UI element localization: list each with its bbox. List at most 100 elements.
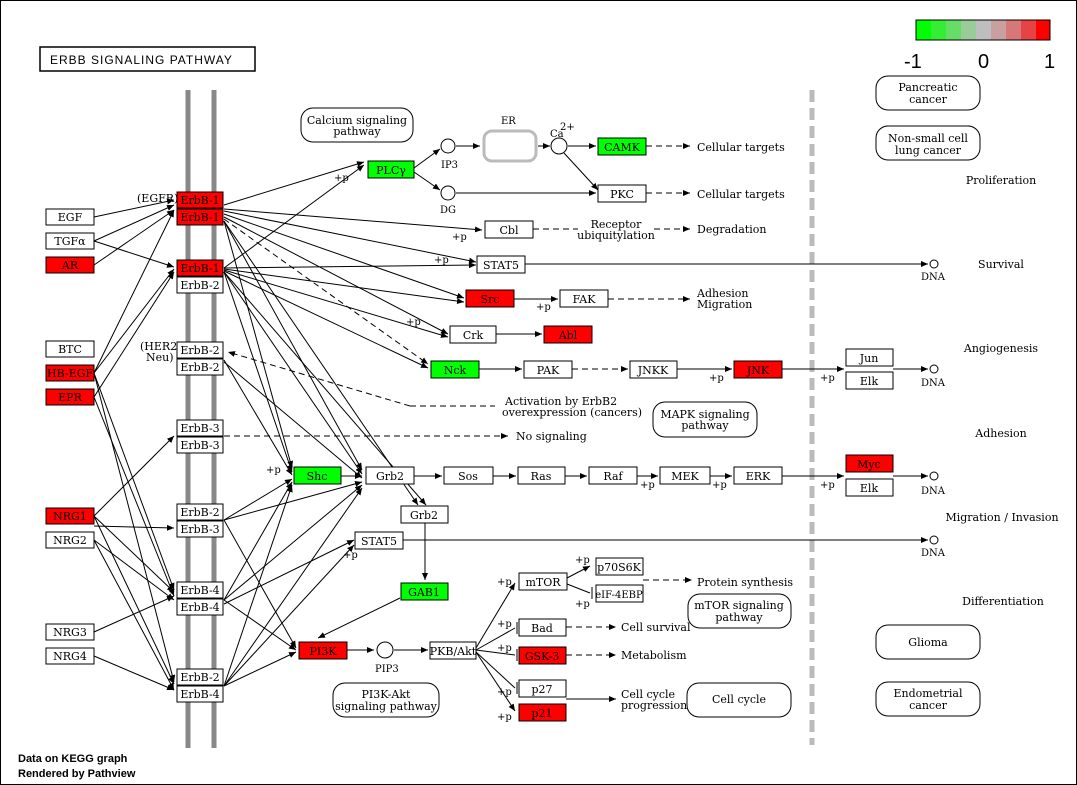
gene-camk-label: CAMK (604, 141, 641, 154)
gene-hb-egf-label: HB-EGF (47, 367, 93, 380)
gene-myc[interactable] (845, 454, 894, 473)
gene-camk[interactable] (597, 137, 647, 156)
gene-p21[interactable] (518, 703, 567, 722)
plus-p-label: +p (709, 373, 724, 384)
gene-jun[interactable] (845, 348, 894, 367)
gene-jnkk[interactable] (629, 360, 678, 379)
gene-p70s6k[interactable] (595, 557, 644, 576)
gene-elk-a[interactable] (845, 371, 894, 390)
gene-nrg3[interactable] (45, 623, 95, 641)
glioma-link[interactable] (875, 624, 981, 660)
endometrial-cancer-link[interactable] (875, 681, 981, 717)
calcium-pathway-link[interactable] (300, 107, 414, 143)
gene-erk[interactable] (733, 466, 783, 485)
gene-erbb1-a[interactable] (176, 191, 224, 209)
gene-grb2-b[interactable] (400, 505, 449, 524)
gene-erbb2-b[interactable] (176, 341, 224, 359)
gene-erbb1-b[interactable] (176, 208, 224, 226)
plus-p-label: +p (575, 555, 590, 566)
gene-abl[interactable] (543, 325, 593, 344)
mtor-pathway-link[interactable] (687, 593, 792, 629)
gene-nck[interactable] (430, 360, 480, 379)
gene-erbb2-e[interactable] (176, 668, 224, 686)
ip3-compound (440, 138, 456, 154)
gene-erbb4-c[interactable] (176, 685, 224, 703)
gene-ras[interactable] (517, 466, 566, 485)
gene-erbb3-b[interactable] (176, 436, 224, 454)
gene-p27-label: p27 (531, 683, 552, 696)
scale-swatch-2 (931, 20, 946, 40)
gene-epr[interactable] (45, 388, 95, 406)
gene-p27[interactable] (518, 679, 567, 698)
phosphorylation-labels: +p +p +p +p +p +p +p +p +p +p +p +p +p +… (266, 173, 835, 723)
glioma-label: Glioma (908, 636, 948, 649)
gene-stat5-b[interactable] (354, 531, 404, 550)
er-label: ER (501, 116, 516, 127)
gene-shc[interactable] (293, 466, 342, 485)
gene-egf[interactable] (45, 208, 95, 226)
gene-stat5-a[interactable] (476, 255, 526, 274)
gene-jnk-label: JNK (746, 364, 770, 377)
gene-cbl[interactable] (484, 220, 534, 239)
gene-epr-label: EPR (58, 391, 82, 404)
gene-erbb4-b[interactable] (176, 598, 224, 616)
gene-gsk3[interactable] (518, 646, 567, 665)
dg-label: DG (440, 205, 456, 216)
gene-erbb2-a[interactable] (176, 276, 224, 294)
gene-erbb2-a-label: ErbB-2 (180, 279, 219, 292)
gene-fak[interactable] (559, 289, 609, 308)
cell-cycle-pathway-link[interactable] (686, 682, 792, 718)
gene-nrg2[interactable] (45, 531, 95, 549)
pi3k-akt-pathway-link[interactable] (332, 682, 440, 718)
gene-hb-egf[interactable] (45, 364, 95, 382)
gene-btc[interactable] (45, 340, 95, 358)
gene-pkc[interactable] (597, 184, 647, 203)
egfr-annotation: (EGFR) (137, 192, 178, 205)
gene-nrg1[interactable] (45, 507, 95, 525)
gene-erbb1-c[interactable] (176, 259, 224, 277)
er-organelle (482, 129, 538, 163)
gene-pi3k-label: PI3K (310, 645, 338, 658)
gene-mek[interactable] (659, 466, 711, 485)
gene-nrg4[interactable] (45, 647, 95, 665)
gene-erbb3-a[interactable] (176, 419, 224, 437)
gene-plcg[interactable] (367, 160, 415, 179)
gene-eif4ebp[interactable] (595, 584, 644, 603)
plus-p-label: +p (820, 373, 835, 384)
gene-sos[interactable] (443, 466, 494, 485)
gene-bad[interactable] (518, 618, 567, 637)
gene-erbb2-c[interactable] (176, 358, 224, 376)
gene-erbb2-d[interactable] (176, 503, 224, 521)
gene-crk-label: Crk (463, 329, 484, 342)
gene-jnk[interactable] (733, 360, 783, 379)
gene-ar[interactable] (45, 256, 95, 274)
gene-src[interactable] (465, 289, 515, 308)
gene-tgfa[interactable] (45, 232, 95, 250)
gene-crk[interactable] (449, 325, 497, 344)
gene-raf-label: Raf (603, 470, 623, 483)
gene-pi3k[interactable] (298, 641, 348, 660)
mapk-pathway-link[interactable] (652, 401, 758, 438)
gene-elk-b[interactable] (845, 478, 894, 497)
nsclc-link[interactable] (875, 125, 981, 161)
gene-erbb3-c[interactable] (176, 520, 224, 538)
pancreatic-cancer-link[interactable] (875, 75, 981, 111)
scale-label-min: -1 (904, 51, 922, 73)
gene-pak[interactable] (523, 360, 573, 379)
gene-grb2-a[interactable] (365, 466, 415, 485)
plus-p-label: +p (575, 599, 590, 610)
gene-plcg-label: PLCγ (376, 164, 406, 177)
phenotype-migration: Migration / Invasion (945, 511, 1058, 524)
gene-gab1[interactable] (400, 582, 449, 601)
gene-mtor[interactable] (518, 572, 568, 591)
scale-swatch-5 (976, 20, 991, 40)
gene-raf[interactable] (588, 466, 638, 485)
gene-pkb-akt[interactable] (429, 641, 477, 660)
phenotype-adhesion: Adhesion (974, 427, 1026, 440)
gene-erbb2-d-label: ErbB-2 (180, 506, 219, 519)
gene-erbb4-a[interactable] (176, 581, 224, 599)
phenotype-proliferation: Proliferation (966, 174, 1036, 187)
plus-p-label: +p (452, 232, 467, 243)
phenotypes: Proliferation Survival Angiogenesis Adhe… (945, 174, 1058, 608)
ca-compound (550, 137, 568, 155)
